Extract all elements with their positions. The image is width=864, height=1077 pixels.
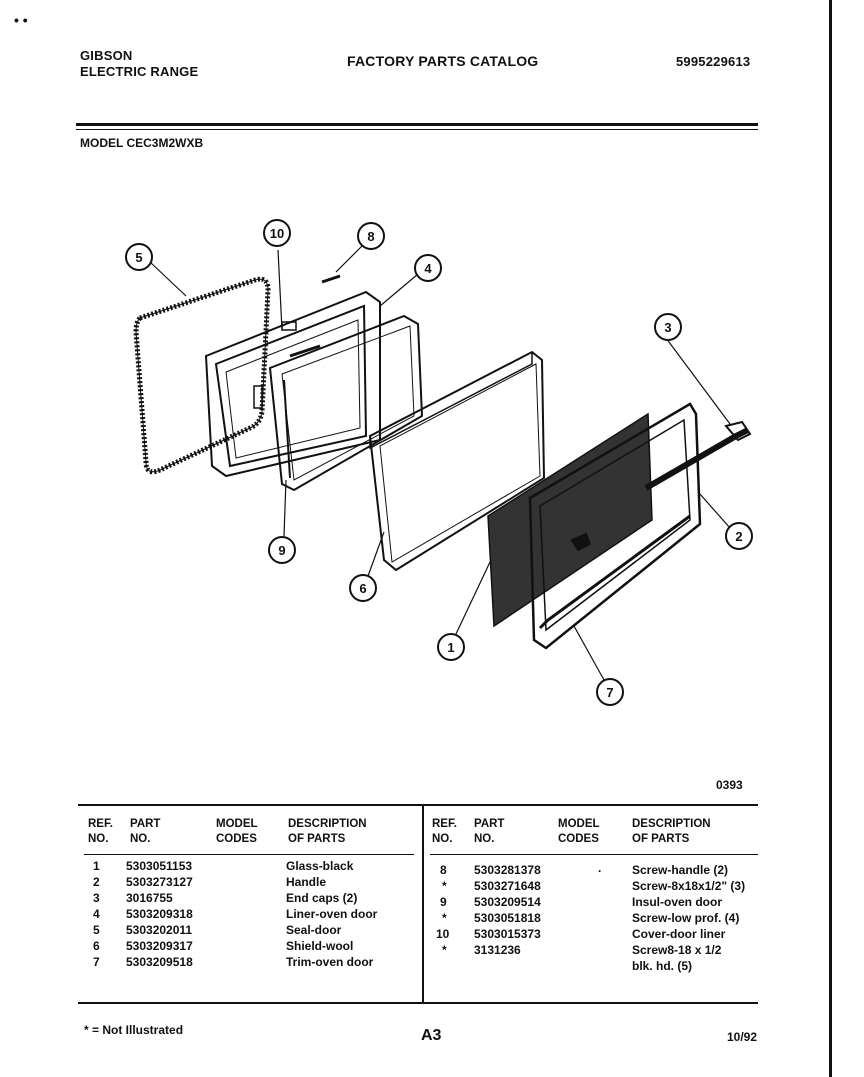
svg-text:7: 7	[606, 685, 613, 700]
desc-cell: Trim-oven door	[286, 955, 374, 969]
product-type: ELECTRIC RANGE	[80, 64, 199, 79]
model-number: MODEL CEC3M2WXB	[80, 136, 204, 150]
not-illustrated-note: * = Not Illustrated	[84, 1023, 184, 1037]
header-ref-right: REF. NO.	[432, 818, 457, 845]
glass-black-part	[487, 412, 653, 628]
callout-9: 9	[268, 536, 296, 564]
ref-cell: 1	[93, 859, 100, 873]
ref-cell: *	[442, 911, 447, 925]
desc-cell: Liner-oven door	[286, 907, 378, 921]
desc-cell: Handle	[286, 875, 327, 889]
callout-6: 6	[349, 574, 377, 602]
handle-part	[644, 420, 752, 491]
page-number: A3	[421, 1027, 442, 1044]
part-cell: 5303015373	[474, 927, 541, 941]
desc-cell: Screw-low prof. (4)	[632, 911, 740, 925]
callout-1: 1	[437, 633, 465, 661]
ref-cell: 6	[93, 939, 100, 953]
ref-cell: 9	[440, 895, 447, 909]
desc-cell: End caps (2)	[286, 891, 358, 905]
ref-cell: 2	[93, 875, 100, 889]
part-cell: 5303273127	[126, 875, 193, 889]
ref-cell: 8	[440, 863, 447, 877]
table-column-divider	[422, 804, 424, 1002]
ref-cell: *	[442, 879, 447, 893]
trim-oven-door-part	[528, 402, 702, 650]
svg-text:1: 1	[447, 640, 454, 655]
brand-block: GIBSON ELECTRIC RANGE	[80, 48, 198, 80]
desc-cell: Seal-door	[286, 923, 342, 937]
shield-wool-part	[368, 350, 546, 572]
part-cell: 5303209318	[126, 907, 193, 921]
part-cell: 5303209514	[474, 895, 541, 909]
ref-cell: 7	[93, 955, 100, 969]
svg-text:2: 2	[735, 529, 742, 544]
svg-text:6: 6	[359, 581, 366, 596]
table-top-rule	[78, 804, 758, 806]
svg-text:3: 3	[664, 320, 671, 335]
model-cell: .	[598, 861, 602, 875]
svg-text:9: 9	[278, 543, 285, 558]
part-cell: 5303209317	[126, 939, 193, 953]
svg-text:8: 8	[367, 229, 374, 244]
callout-8: 8	[357, 222, 385, 250]
part-cell: 3016755	[126, 891, 173, 905]
figure-code: 0393	[716, 778, 743, 792]
catalog-number: 5995229613	[676, 54, 751, 69]
desc-cell: Screw8-18 x 1/2	[632, 943, 722, 957]
brand-name: GIBSON	[80, 48, 133, 63]
header-model-left: MODEL CODES	[216, 818, 258, 845]
page-frame	[829, 0, 832, 1077]
callout-2: 2	[725, 522, 753, 550]
svg-text:4: 4	[424, 261, 432, 276]
header-desc-right: DESCRIPTION OF PARTS	[632, 818, 711, 845]
revision-date: 10/92	[727, 1030, 758, 1044]
ref-cell: 4	[93, 907, 100, 921]
ref-cell: 10	[436, 927, 450, 941]
desc-cell: Shield-wool	[286, 939, 354, 953]
desc-cell: Screw-handle (2)	[632, 863, 729, 877]
ref-cell: 3	[93, 891, 100, 905]
desc-cell: Glass-black	[286, 859, 354, 873]
seal-door-part	[133, 276, 271, 475]
callout-4: 4	[414, 254, 442, 282]
part-cell: 5303202011	[126, 923, 193, 937]
header-desc-left: DESCRIPTION OF PARTS	[288, 818, 367, 845]
ref-cell: *	[442, 943, 447, 957]
scan-mark: • •	[14, 12, 28, 28]
callout-3: 3	[654, 313, 682, 341]
exploded-door-diagram: 5 10 8 4 3 2 9 6 1 7	[125, 219, 753, 706]
part-cell: 5303051818	[474, 911, 541, 925]
catalog-title: FACTORY PARTS CATALOG	[347, 53, 539, 69]
header-part-left: PART NO.	[130, 818, 161, 845]
table-bottom-rule	[78, 1002, 758, 1004]
insul-oven-door-part	[268, 314, 424, 492]
part-cell: 5303209518	[126, 955, 193, 969]
ref-cell: 5	[93, 923, 100, 937]
table-header-rule-right	[430, 854, 758, 855]
desc-cell: Cover-door liner	[632, 927, 726, 941]
callout-5: 5	[125, 243, 153, 271]
part-cell: 5303281378	[474, 863, 541, 877]
screw-handle-part	[321, 274, 341, 284]
svg-text:5: 5	[135, 250, 142, 265]
desc-cell: Screw-8x18x1/2" (3)	[632, 879, 746, 893]
desc-cell: Insul-oven door	[632, 895, 722, 909]
header-rule-thin	[76, 129, 758, 130]
callout-7: 7	[596, 678, 624, 706]
callout-10: 10	[263, 219, 291, 247]
header-part-right: PART NO.	[474, 818, 505, 845]
svg-text:10: 10	[270, 226, 284, 241]
part-cell: 3131236	[474, 943, 521, 957]
table-header-rule-left	[84, 854, 414, 855]
header-model-right: MODEL CODES	[558, 818, 600, 845]
header-rule	[76, 123, 758, 126]
part-cell: 5303271648	[474, 879, 541, 893]
part-cell: 5303051153	[126, 859, 193, 873]
desc-cell: blk. hd. (5)	[632, 959, 692, 973]
header-ref-left: REF. NO.	[88, 818, 113, 845]
